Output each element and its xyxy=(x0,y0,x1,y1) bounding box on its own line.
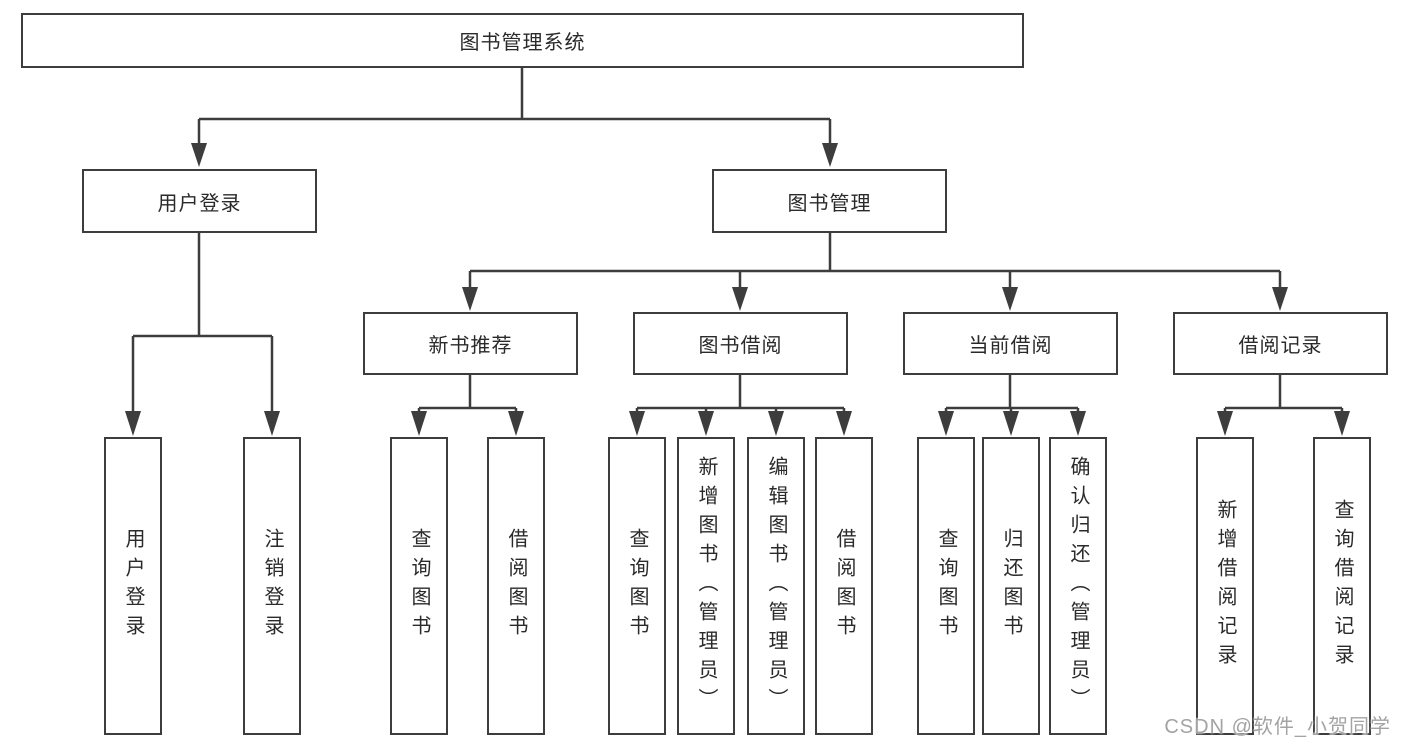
node-label: 新书推荐 xyxy=(428,335,513,357)
csdn-watermark: CSDN @软件_小贺同学 xyxy=(1164,716,1391,738)
node-label: 图书管理 xyxy=(787,192,872,215)
node-book-borrow: 图书借阅 xyxy=(633,312,848,375)
leaf-add-books-admin: 新增图书（管理员） xyxy=(677,437,735,735)
leaf-borrow-books-recommend: 借阅图书 xyxy=(487,437,545,735)
node-label: 查询图书 xyxy=(935,528,957,644)
node-label: 注销登录 xyxy=(261,528,283,644)
node-label: 当前借阅 xyxy=(968,335,1053,357)
node-label: 查询图书 xyxy=(408,528,430,644)
node-label: 归还图书 xyxy=(1000,528,1022,644)
node-label: 用户登录 xyxy=(157,192,242,215)
leaf-edit-books-admin: 编辑图书（管理员） xyxy=(747,437,805,735)
node-label: 查询借阅记录 xyxy=(1331,499,1353,673)
node-new-book-recommend: 新书推荐 xyxy=(363,312,578,375)
node-root-library-system: 图书管理系统 xyxy=(21,13,1024,68)
node-label: 图书借阅 xyxy=(698,335,783,357)
leaf-query-books-recommend: 查询图书 xyxy=(390,437,448,735)
leaf-query-borrow-record: 查询借阅记录 xyxy=(1313,437,1371,735)
node-current-borrow: 当前借阅 xyxy=(903,312,1118,375)
node-label: 借阅记录 xyxy=(1238,335,1323,357)
leaf-add-borrow-record: 新增借阅记录 xyxy=(1196,437,1254,735)
node-label: 查询图书 xyxy=(626,528,648,644)
leaf-confirm-return-admin: 确认归还（管理员） xyxy=(1049,437,1107,735)
arrowheads xyxy=(125,143,1350,436)
node-label: 新增借阅记录 xyxy=(1214,499,1236,673)
leaf-return-books: 归还图书 xyxy=(982,437,1040,735)
node-label: 图书管理系统 xyxy=(459,32,586,54)
node-book-management: 图书管理 xyxy=(712,169,947,233)
node-user-login: 用户登录 xyxy=(82,169,317,233)
node-label: 确认归还（管理员） xyxy=(1067,455,1089,717)
leaf-query-books-borrow: 查询图书 xyxy=(608,437,666,735)
node-borrow-records: 借阅记录 xyxy=(1173,312,1388,375)
node-label: 借阅图书 xyxy=(833,528,855,644)
leaf-borrow-books: 借阅图书 xyxy=(815,437,873,735)
node-label: 用户登录 xyxy=(122,528,144,644)
node-label: 编辑图书（管理员） xyxy=(765,455,787,717)
node-label: 借阅图书 xyxy=(505,528,527,644)
node-label: 新增图书（管理员） xyxy=(695,455,717,717)
leaf-query-books-current: 查询图书 xyxy=(917,437,975,735)
leaf-logout: 注销登录 xyxy=(243,437,301,735)
leaf-user-login: 用户登录 xyxy=(104,437,162,735)
